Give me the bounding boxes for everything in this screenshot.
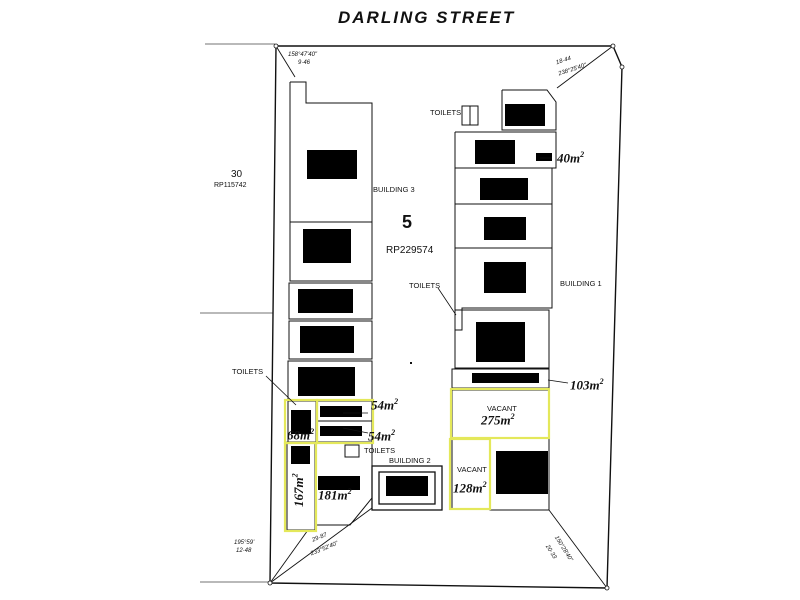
vacant-label-small: VACANT xyxy=(457,465,487,474)
building-2-redaction xyxy=(386,476,428,496)
area-label-54-upper: 54m2 xyxy=(371,397,399,413)
area-label-128: 128m2 xyxy=(453,480,487,496)
area-label-40: 40m2 xyxy=(557,150,585,166)
area-label-68: 68m2 xyxy=(287,427,315,443)
lot-boundary xyxy=(269,45,623,589)
boundary-diag-bottom-right xyxy=(548,509,608,589)
bearing-top-left-angle: 158°47'40" xyxy=(288,52,318,58)
toilets-label-bottom: TOILETS xyxy=(364,446,396,455)
survey-pegs xyxy=(267,43,625,591)
toilets-label-middle: TOILETS xyxy=(409,281,441,290)
bearing-top-left-distance: 9·46 xyxy=(298,60,311,66)
area-label-103: 103m2 xyxy=(570,377,604,393)
boundary-diag-top-left xyxy=(275,45,296,78)
area-label-275: 275m2 xyxy=(481,412,515,428)
area-label-167: 167m2 xyxy=(290,473,306,507)
boundary-diag-bottom-mid xyxy=(269,507,373,584)
bearing-bottom-left-angle: 195°59' xyxy=(234,540,255,546)
highlighted-tenancies-right xyxy=(448,387,551,511)
building-3-redactions xyxy=(291,150,362,490)
leader-arrows-right xyxy=(437,157,569,384)
area-label-54-lower: 54m2 xyxy=(368,428,396,444)
boundary-diag-top-right xyxy=(556,45,614,89)
vacant-label-large: VACANT xyxy=(487,404,517,413)
leader-arrows-left xyxy=(265,375,369,434)
lot-number: 5 xyxy=(402,212,413,232)
toilets-label-left: TOILETS xyxy=(232,367,264,376)
boundary-diag-bottom-left xyxy=(269,529,309,584)
area-label-181: 181m2 xyxy=(318,487,352,503)
building-1-redactions xyxy=(472,104,552,494)
lot-plan-number: RP229574 xyxy=(386,245,434,256)
building-2 xyxy=(371,465,443,511)
street-name: DARLING STREET xyxy=(338,8,516,27)
neighbour-plan-number: RP115742 xyxy=(214,182,247,189)
bearing-bottom-left-distance: 12·48 xyxy=(236,548,252,554)
building-3-label: BUILDING 3 xyxy=(373,185,415,194)
building-2-label: BUILDING 2 xyxy=(389,456,431,465)
building-1-label: BUILDING 1 xyxy=(560,279,602,288)
highlighted-tenancies-left xyxy=(283,398,375,533)
toilets-label-top: TOILETS xyxy=(430,108,462,117)
centre-mark xyxy=(410,362,412,364)
neighbour-lot-number: 30 xyxy=(231,169,243,180)
